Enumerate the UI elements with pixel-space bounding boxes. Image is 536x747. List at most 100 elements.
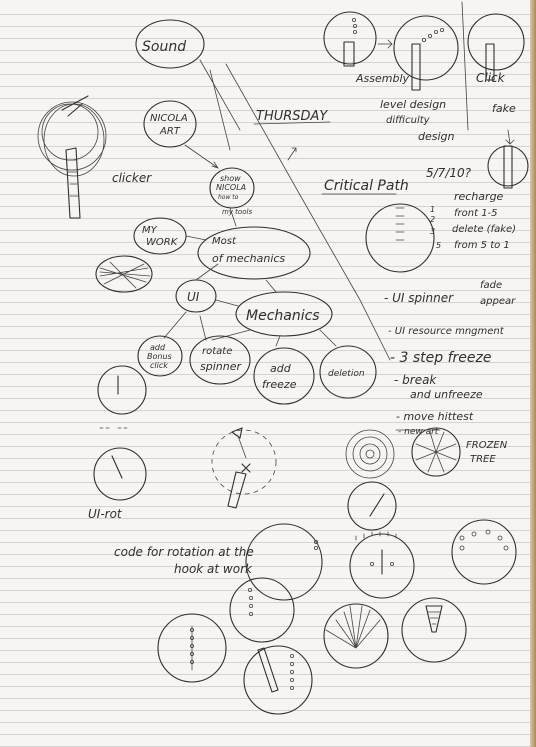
code-note-line-2: hook at work	[174, 562, 253, 576]
nicola-art-label-2: ART	[159, 126, 181, 137]
bottom-circle-5	[323, 603, 389, 669]
bottom-circle-6	[349, 533, 415, 599]
add-bonus-label-2: Bonus	[147, 352, 172, 361]
arrow-mywork-most	[185, 235, 207, 241]
add-freeze-bubble	[253, 347, 315, 405]
vertical-divider-top	[461, 1, 469, 131]
rotate-spinner-label-1: rotate	[202, 346, 232, 357]
side-sketch-circle	[487, 145, 529, 187]
level-design-line-1: level design	[380, 98, 446, 111]
show-nicola-label-3: how to	[218, 194, 239, 201]
task-list-item-1-appear: appear	[480, 296, 516, 307]
arrow-show-most	[229, 207, 237, 227]
small-spinner-circle	[347, 481, 397, 531]
deletion-label: deletion	[328, 369, 365, 379]
connector-bonus	[163, 311, 187, 339]
show-nicola-label-2: NICOLA	[216, 183, 246, 192]
cp-num-1: 1	[430, 205, 435, 214]
my-work-label-1: MY	[142, 225, 158, 236]
frozen-label-1: FROZEN	[466, 440, 508, 451]
task-list-item-4: - break	[394, 373, 437, 387]
code-note-line-1: code for rotation at the	[114, 545, 254, 559]
thursday-underline	[253, 121, 331, 125]
bottom-circle-4	[245, 523, 323, 601]
top-sketch-circle-1	[323, 11, 377, 65]
click-label: Click	[476, 71, 506, 85]
sound-bubble	[135, 19, 205, 69]
task-list-item-6: - new art	[398, 427, 439, 437]
arrow-ui-mech	[215, 299, 239, 307]
cp-delete-fake: delete (fake)	[452, 224, 516, 235]
add-bonus-bubble	[137, 335, 183, 377]
arrow-ui-up	[195, 263, 219, 281]
task-list-item-4b: and unfreeze	[410, 388, 483, 401]
ui-rot-label: UI-rot	[88, 507, 123, 521]
arrow-nicola-show	[184, 144, 219, 169]
mechanics-bubble	[235, 291, 333, 337]
ui-rot-circle-2	[93, 447, 147, 501]
sound-label: Sound	[142, 39, 186, 55]
arrow-mech-most	[265, 279, 277, 293]
scribbled-bubble	[95, 255, 153, 293]
task-list-item-2: - UI resource mngment	[388, 326, 505, 337]
rotating-spinner-sketch	[211, 427, 277, 509]
task-list-item-3: - 3 step freeze	[390, 350, 491, 366]
divider-line-1	[225, 63, 391, 361]
connector-freeze	[275, 335, 281, 347]
bottom-circle-8	[451, 519, 517, 585]
assembly-label: Assembly	[355, 72, 410, 85]
small-arrow	[287, 147, 297, 161]
most-mechanics-label-2: of mechanics	[212, 252, 285, 265]
most-mechanics-bubble	[197, 226, 311, 280]
cp-from-5-to-1: from 5 to 1	[454, 240, 510, 251]
add-freeze-label-2: freeze	[262, 378, 297, 391]
top-sketch-circle-2	[393, 15, 459, 81]
ui-rot-circle-1	[97, 365, 147, 415]
connector-rotate	[199, 315, 251, 341]
clicker-sketch	[37, 95, 107, 219]
clicker-label: clicker	[112, 171, 152, 185]
top-sketch-circle-3	[467, 13, 525, 71]
mechanics-label: Mechanics	[246, 308, 320, 324]
cp-num-2: 2	[430, 215, 435, 224]
nicola-art-label-1: NICOLA	[150, 113, 188, 124]
bottom-circle-1	[157, 613, 227, 683]
add-freeze-label-1: add	[270, 362, 292, 375]
critical-path-title: Critical Path	[324, 178, 409, 194]
show-nicola-bubble	[209, 167, 255, 209]
rotate-spinner-label-2: spinner	[200, 360, 242, 373]
add-bonus-label-1: add	[150, 343, 166, 352]
ui-label: UI	[187, 290, 200, 304]
thursday-label: THURSDAY	[256, 109, 328, 124]
concentric-circles	[345, 429, 395, 479]
task-list-item-1-fade: fade	[480, 280, 502, 291]
cp-num-3: 3	[430, 227, 435, 236]
bottom-circle-7	[401, 597, 467, 663]
add-bonus-label-3: click	[150, 361, 168, 370]
fake-label: fake	[492, 102, 516, 115]
level-design-line-3: design	[418, 130, 455, 143]
count-question: 5/7/10?	[426, 166, 472, 180]
level-design-line-2: difficulty	[386, 115, 431, 126]
nicola-art-bubble	[143, 100, 197, 148]
rotate-spinner-bubble	[189, 335, 251, 385]
my-work-label-2: WORK	[146, 237, 179, 248]
cp-front: front 1-5	[454, 208, 498, 219]
frozen-label-2: TREE	[470, 454, 496, 465]
critical-path-circle	[365, 203, 435, 273]
cp-recharge: recharge	[454, 190, 504, 203]
my-work-bubble	[133, 217, 187, 255]
table-edge	[530, 0, 536, 747]
most-mechanics-label-1: Most	[212, 236, 237, 247]
bottom-circle-2	[229, 577, 295, 643]
task-list-item-1: - UI spinner	[384, 291, 454, 305]
arrow-assembly-click	[377, 39, 393, 49]
show-nicola-label-4: my tools	[222, 208, 252, 216]
connector-deletion	[319, 329, 337, 347]
arrow-line-a	[199, 59, 241, 131]
task-list-item-5: - move hittest	[396, 410, 474, 423]
show-nicola-label-1: show	[220, 174, 241, 183]
frozen-tree-circle	[411, 427, 461, 477]
